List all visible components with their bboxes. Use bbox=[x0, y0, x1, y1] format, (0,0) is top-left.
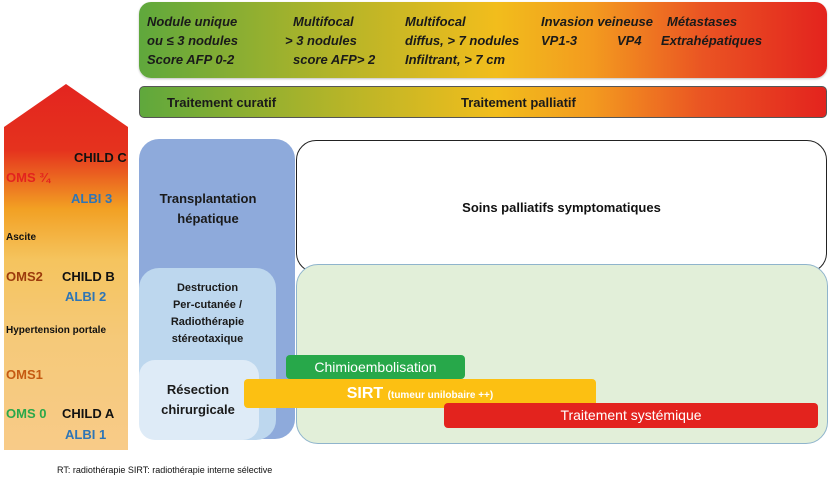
sirt-sub-label: (tumeur unilobaire ++) bbox=[387, 390, 494, 401]
stage-text: Nodule unique bbox=[147, 14, 238, 29]
treatment-intent-bar: Traitement curatif Traitement palliatif bbox=[139, 86, 827, 118]
child-a-label: CHILD A bbox=[62, 406, 115, 421]
resection-line: chirurgicale bbox=[161, 402, 235, 417]
stage-col-diffuse: Multifocal diffus, > 7 nodules Infiltran… bbox=[405, 12, 519, 69]
stage-text: Score AFP 0-2 bbox=[147, 52, 235, 67]
stage-text: Multifocal bbox=[405, 14, 466, 29]
chemoembolization-bar: Chimioembolisation bbox=[286, 355, 465, 379]
stage-text: > 3 nodules bbox=[285, 33, 357, 48]
palliative-care-label: Soins palliatifs symptomatiques bbox=[462, 200, 661, 215]
oms2-label: OMS2 bbox=[6, 269, 43, 284]
stage-text: ou ≤ 3 nodules bbox=[147, 33, 238, 48]
stage-text: diffus, > 7 nodules bbox=[405, 33, 520, 48]
destruction-label: Destruction Per-cutanée / Radiothérapie … bbox=[139, 280, 276, 348]
albi-3-label: ALBI 3 bbox=[71, 191, 113, 206]
sirt-label: SIRT bbox=[346, 385, 384, 402]
stage-text: Métastases bbox=[667, 14, 738, 29]
liver-function-arrow bbox=[4, 84, 128, 450]
oms1-label: OMS1 bbox=[6, 367, 43, 382]
stage-text: Invasion veineuse bbox=[541, 14, 653, 29]
oms-3-4-label: OMS ¾ bbox=[6, 170, 51, 185]
child-b-label: CHILD B bbox=[62, 269, 115, 284]
stage-text: score AFP> 2 bbox=[293, 52, 376, 67]
resection-block: Résection chirurgicale bbox=[139, 360, 259, 440]
transplant-line: hépatique bbox=[177, 211, 239, 226]
hypertension-label: Hypertension portale bbox=[6, 325, 107, 336]
stage-text: Multifocal bbox=[293, 14, 354, 29]
destruction-line: Radiothérapie bbox=[170, 316, 245, 328]
footnote: RT: radiothérapie SIRT: radiothérapie in… bbox=[57, 465, 273, 475]
transplant-line: Transplantation bbox=[159, 191, 257, 206]
albi-2-label: ALBI 2 bbox=[65, 289, 107, 304]
albi-1-label: ALBI 1 bbox=[65, 427, 107, 442]
resection-line: Résection bbox=[166, 382, 230, 397]
destruction-line: stéreotaxique bbox=[171, 333, 244, 345]
stage-text: VP4 bbox=[617, 33, 642, 48]
curative-label: Traitement curatif bbox=[167, 95, 277, 110]
palliative-label: Traitement palliatif bbox=[461, 95, 576, 110]
stage-col-invasion: Invasion veineuse VP1-3 VP4 bbox=[541, 12, 653, 50]
child-c-label: CHILD C bbox=[74, 150, 127, 165]
tumor-stage-bar: Nodule unique ou ≤ 3 nodules Score AFP 0… bbox=[139, 2, 827, 78]
transplant-label: Transplantation hépatique bbox=[139, 189, 277, 229]
stage-col-multifocal: Multifocal > 3 nodules score AFP> 2 bbox=[285, 12, 376, 69]
destruction-line: Destruction bbox=[176, 282, 239, 294]
stage-text: Infiltrant, > 7 cm bbox=[405, 52, 506, 67]
systemic-treatment-bar: Traitement systémique bbox=[444, 403, 818, 428]
stage-text: VP1-3 bbox=[541, 33, 578, 48]
destruction-line: Per-cutanée / bbox=[172, 299, 243, 311]
palliative-care-box: Soins palliatifs symptomatiques bbox=[296, 140, 827, 273]
resection-label: Résection chirurgicale bbox=[139, 380, 257, 420]
oms0-label: OMS 0 bbox=[6, 406, 47, 421]
ascite-label: Ascite bbox=[6, 232, 37, 243]
stage-col-metastases: Métastases Extrahépatiques bbox=[661, 12, 762, 50]
stage-col-unique: Nodule unique ou ≤ 3 nodules Score AFP 0… bbox=[147, 12, 238, 69]
stage-text: Extrahépatiques bbox=[661, 33, 763, 48]
